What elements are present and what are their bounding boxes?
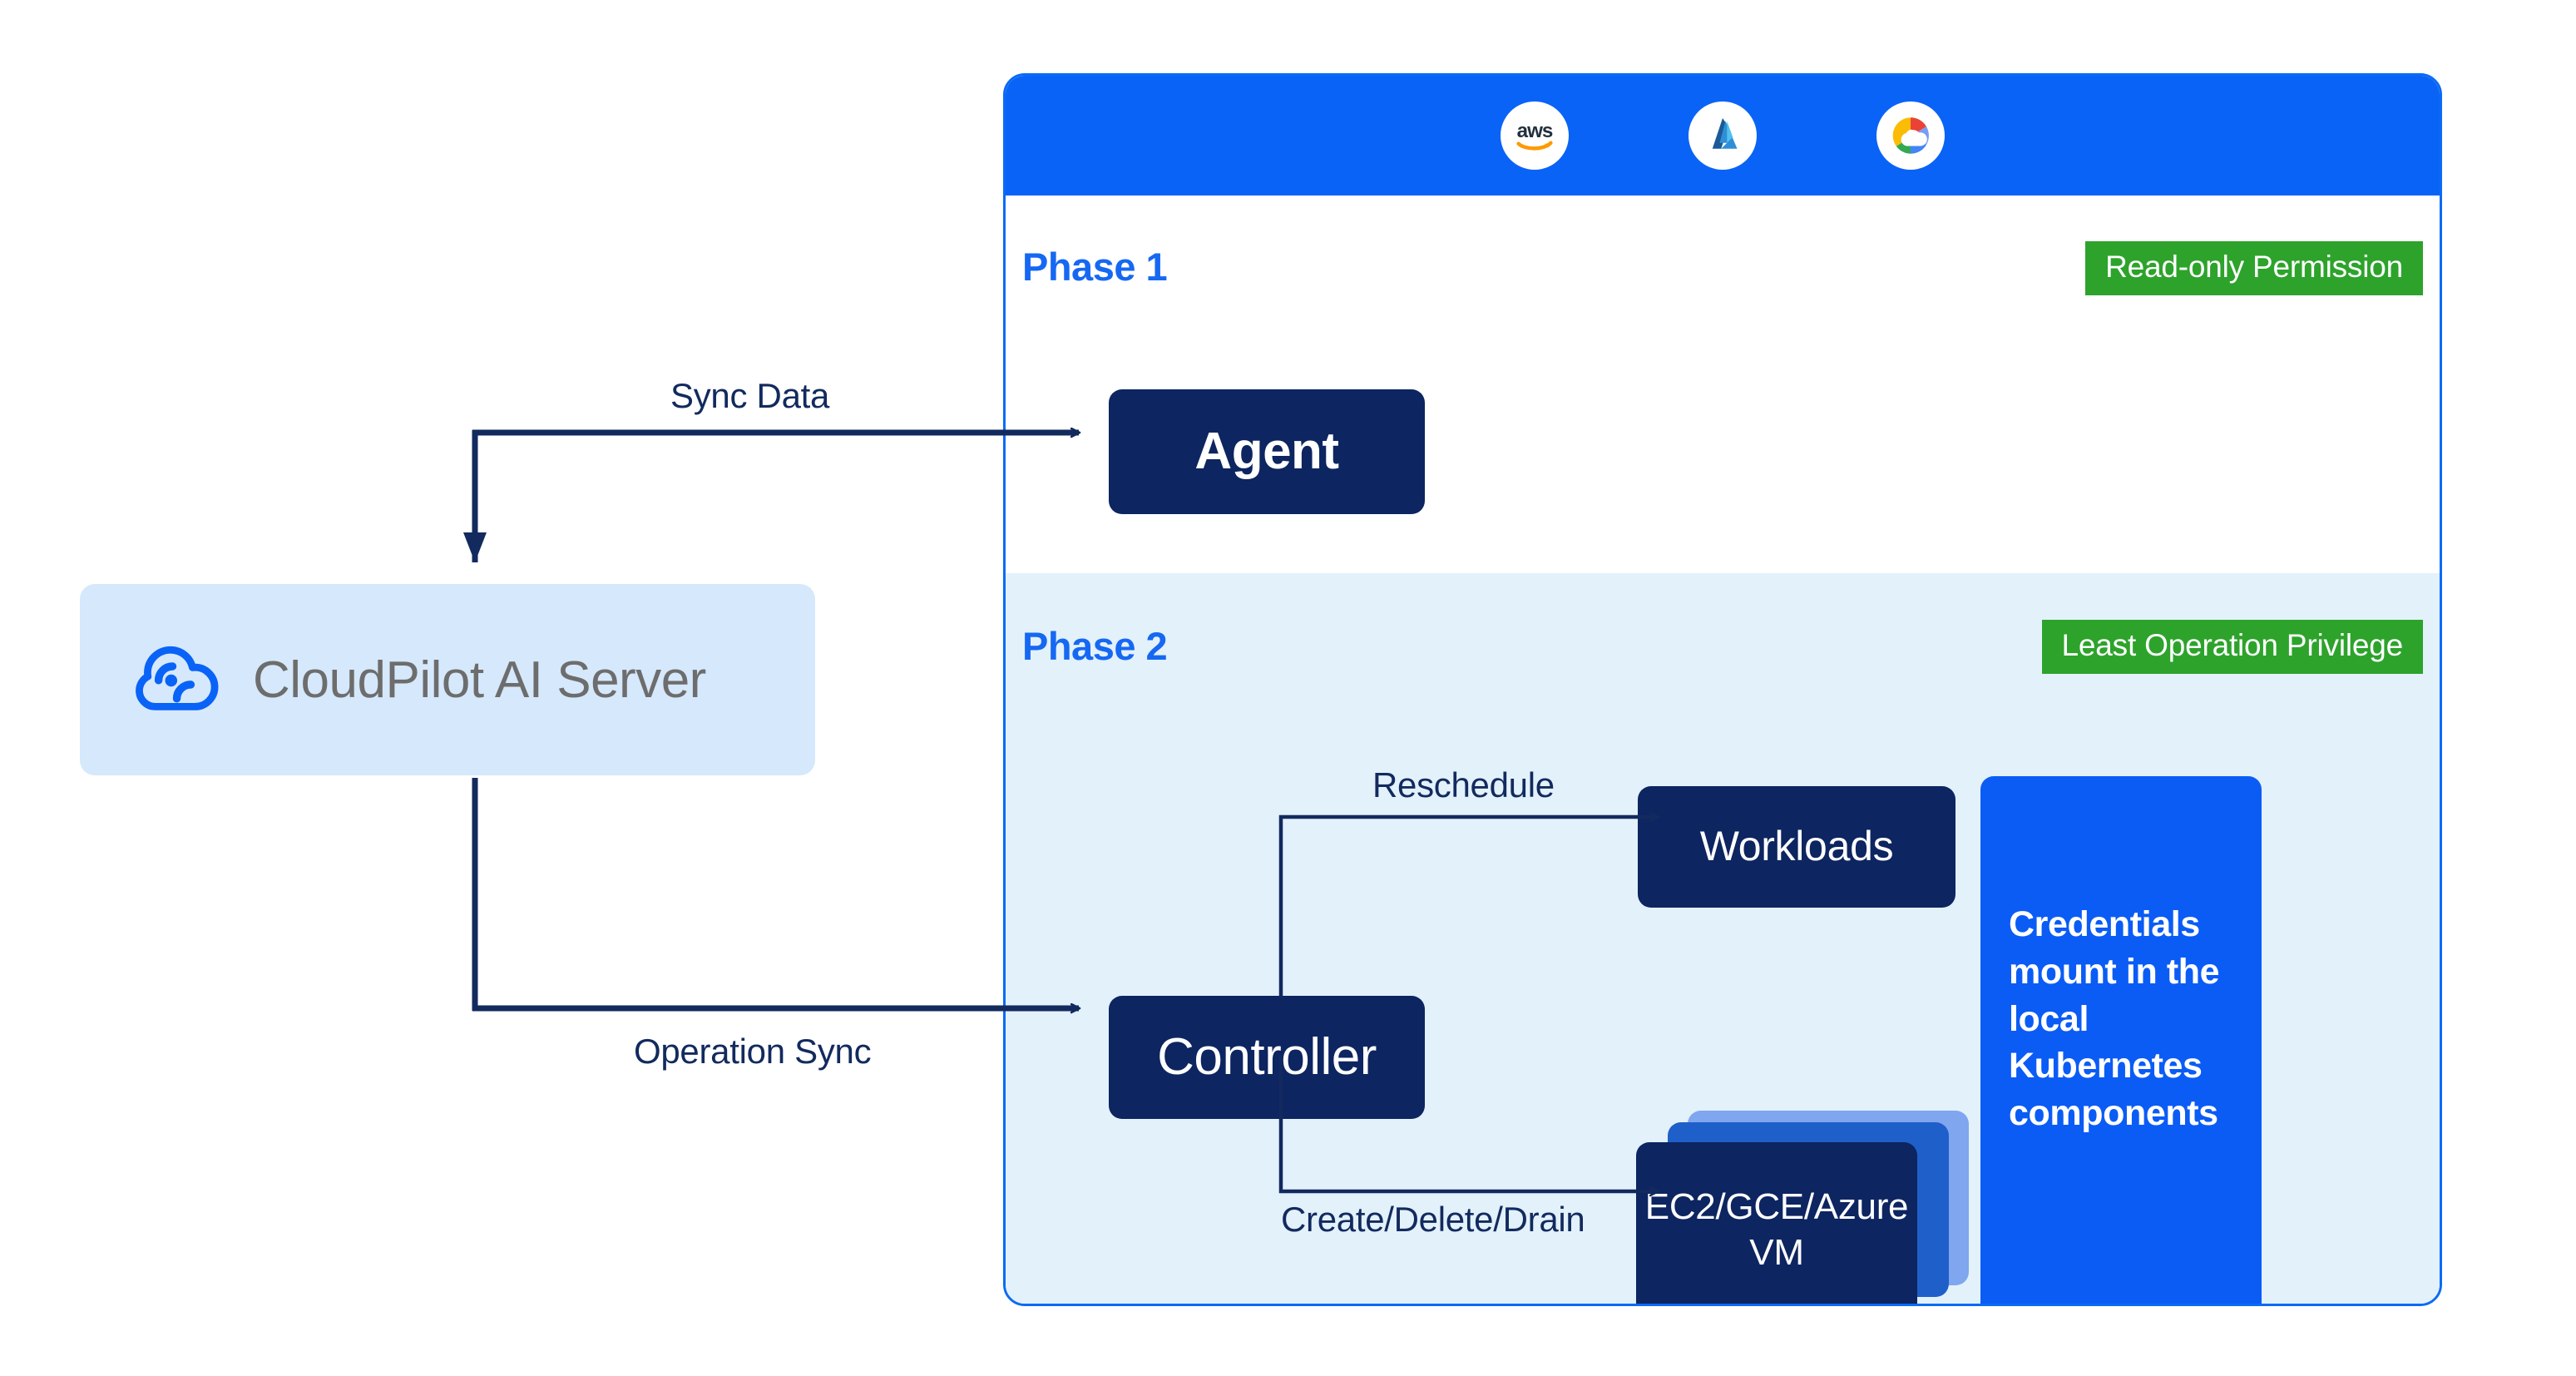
google-cloud-logo-icon <box>1876 101 1945 170</box>
cloudpilot-cloud-wifi-icon <box>136 646 219 710</box>
edge-label-create-delete-drain: Create/Delete/Drain <box>1281 1200 1585 1239</box>
agent-node[interactable]: Agent <box>1109 389 1425 514</box>
cloudpilot-ai-server-label: CloudPilot AI Server <box>253 651 706 709</box>
read-only-permission-badge: Read-only Permission <box>2085 241 2423 295</box>
least-operation-privilege-badge: Least Operation Privilege <box>2041 620 2423 674</box>
svg-text:aws: aws <box>1517 120 1553 142</box>
cloud-providers-header: aws <box>1006 76 2440 196</box>
vm-node[interactable]: EC2/GCE/Azure VM <box>1636 1142 1917 1304</box>
phase-2-section: Phase 2 Least Operation Privilege Contro… <box>1006 573 2440 1304</box>
phase-2-label: Phase 2 <box>1022 624 1168 668</box>
edge-operation-sync <box>472 778 1079 1011</box>
edge-label-reschedule: Reschedule <box>1372 765 1555 804</box>
edge-label-operation-sync: Operation Sync <box>634 1032 872 1071</box>
edge-label-sync-data: Sync Data <box>670 376 830 415</box>
azure-logo-icon <box>1688 101 1757 170</box>
cloud-environment-panel: aws <box>1003 73 2442 1306</box>
aws-logo-icon: aws <box>1501 101 1569 170</box>
edge-sync-data <box>463 430 1079 562</box>
cloudpilot-ai-server-box: CloudPilot AI Server <box>80 584 815 775</box>
phase-1-label: Phase 1 <box>1022 245 1168 289</box>
credentials-text: Credentials mount in the local Kubernete… <box>2009 904 2220 1133</box>
vm-stack: EC2/GCE/Azure VM <box>1636 1111 1969 1304</box>
credentials-panel: Credentials mount in the local Kubernete… <box>1980 776 2262 1304</box>
workloads-node[interactable]: Workloads <box>1638 786 1955 908</box>
phase-1-section: Phase 1 Read-only Permission Agent <box>1006 196 2440 573</box>
controller-node[interactable]: Controller <box>1109 996 1425 1119</box>
